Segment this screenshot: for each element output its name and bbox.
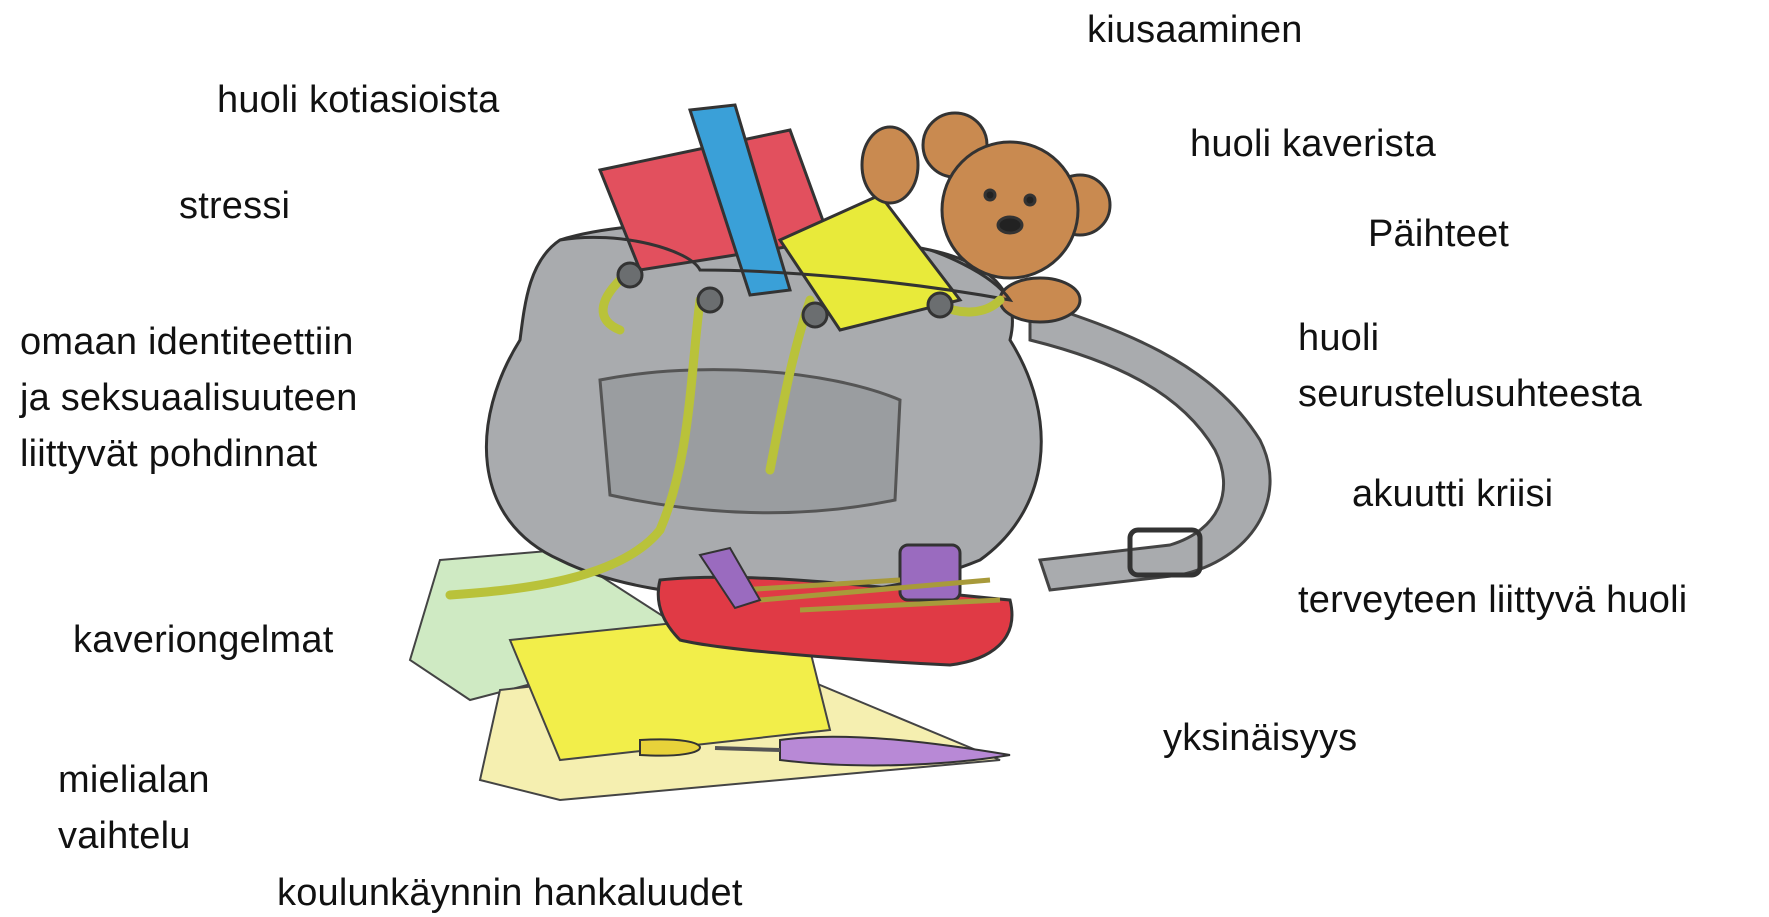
- label-terveys: terveyteen liittyvä huoli: [1298, 572, 1687, 628]
- label-stressi: stressi: [179, 178, 290, 234]
- label-huoli-kotiasioista: huoli kotiasioista: [217, 72, 499, 128]
- label-koulunkaynti: koulunkäynnin hankaluudet: [277, 870, 743, 916]
- label-yksinaisyys: yksinäisyys: [1163, 710, 1357, 766]
- bag-pocket: [600, 370, 900, 513]
- bag-strap: [1030, 300, 1270, 590]
- label-paihteet: Päihteet: [1368, 206, 1509, 262]
- label-seurustelu: huoli seurustelusuhteesta: [1298, 310, 1642, 422]
- purple-tape: [900, 545, 960, 600]
- paintbrush-ferrule: [715, 748, 780, 750]
- paintbrush: [640, 739, 700, 755]
- label-mieliala: mielialan vaihtelu: [58, 752, 210, 864]
- label-identiteetti: omaan identiteettiin ja seksuaalisuuteen…: [20, 314, 358, 482]
- label-kaveriongelmat: kaveriongelmat: [73, 612, 334, 668]
- label-huoli-kaverista: huoli kaverista: [1190, 116, 1436, 172]
- label-kiusaaminen: kiusaaminen: [1087, 2, 1303, 58]
- label-akuutti-kriisi: akuutti kriisi: [1352, 466, 1553, 522]
